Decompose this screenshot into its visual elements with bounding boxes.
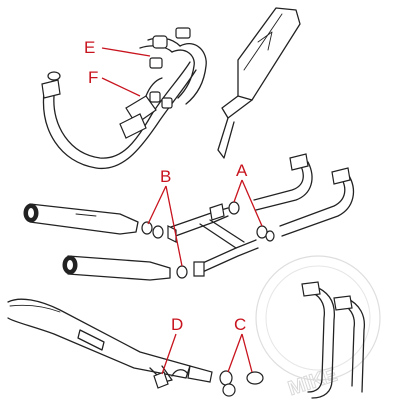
label-e: E xyxy=(84,38,95,57)
clamp-e xyxy=(149,27,191,69)
watermark: MIKE xyxy=(255,255,381,400)
upper-flange-left xyxy=(41,79,61,99)
gasket-c-2 xyxy=(222,383,236,397)
crossover-pipes xyxy=(167,203,259,277)
upper-gasket-left xyxy=(47,71,61,81)
label-a: A xyxy=(236,161,248,180)
top-exhaust-assembly: E F xyxy=(41,7,301,170)
leader-b-1 xyxy=(147,185,167,225)
bottom-header-pipes xyxy=(301,281,366,399)
bottom-muffler xyxy=(7,298,191,383)
upper-muffler xyxy=(217,7,301,159)
leader-f xyxy=(101,77,141,97)
leader-c-1 xyxy=(227,333,243,373)
parts-d xyxy=(153,365,213,389)
label-f: F xyxy=(88,68,98,87)
leader-a-2 xyxy=(241,179,263,227)
label-b: B xyxy=(160,167,171,186)
gasket-a-upper xyxy=(228,201,240,215)
middle-exhaust-assembly: B A xyxy=(23,153,355,281)
gasket-c-1 xyxy=(219,370,233,386)
gasket-b-upper xyxy=(141,221,153,235)
leader-c-2 xyxy=(241,333,253,373)
leader-e xyxy=(101,47,151,57)
gasket-c-3 xyxy=(246,371,264,385)
upper-header-pipe xyxy=(42,37,207,170)
middle-muffler-lower xyxy=(62,255,171,281)
label-d: D xyxy=(171,315,183,334)
label-c: C xyxy=(234,315,246,334)
middle-header-pipes xyxy=(253,153,355,237)
gasket-b-upper-2 xyxy=(152,225,164,239)
leader-a-1 xyxy=(233,179,243,203)
bottom-exhaust-assembly: D C xyxy=(7,281,366,399)
gasket-b-lower xyxy=(176,265,188,279)
leader-b-2 xyxy=(165,185,183,267)
leader-d xyxy=(161,333,177,375)
middle-muffler-upper xyxy=(23,203,139,235)
collector-f xyxy=(119,77,173,139)
